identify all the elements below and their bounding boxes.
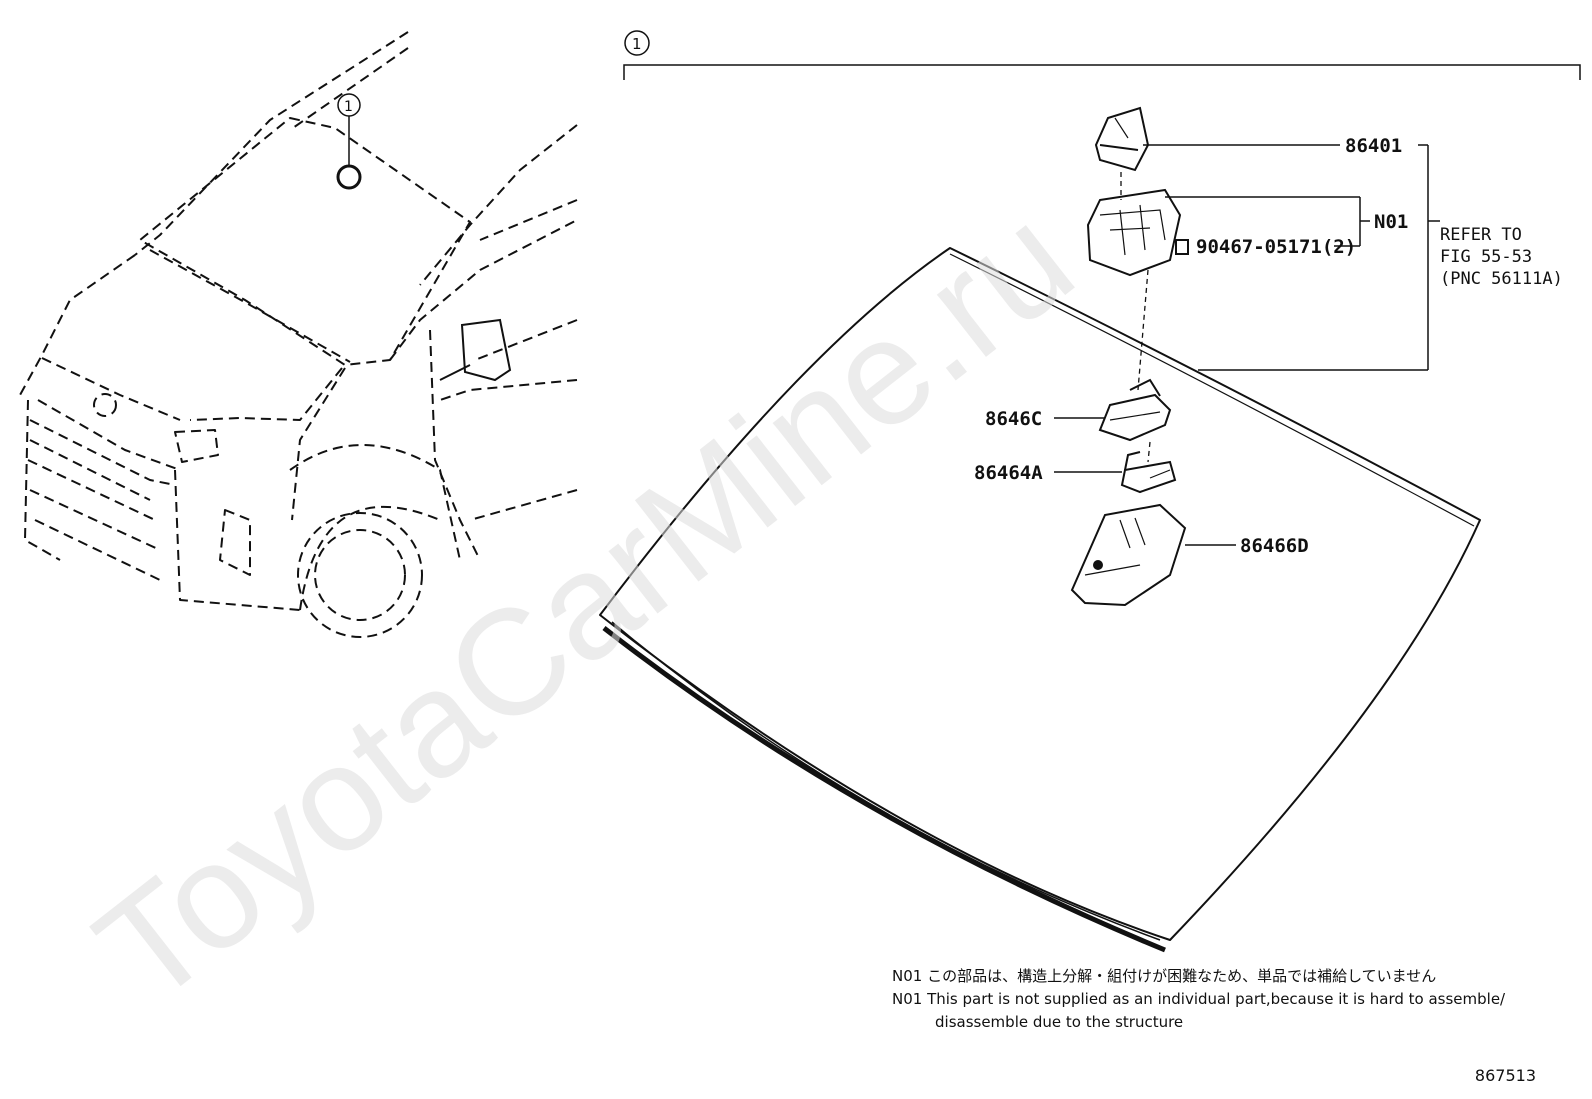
part-n01-sensor [1086,188,1189,277]
part-86464a-clip [1120,451,1177,494]
assembly-ref-number: 1 [632,35,642,53]
refer-to-line1: REFER TO [1440,225,1522,245]
callout-86401: 86401 [1345,135,1402,157]
bracket-frame [623,30,1581,80]
note-en-text-2: disassemble due to the structure [935,1013,1184,1031]
note-english: N01 This part is not supplied as an indi… [892,990,1505,1008]
note-english-cont: disassemble due to the structure [935,1013,1183,1031]
refer-to-line2: FIG 55-53 [1440,247,1532,267]
windshield-glass [599,247,1481,953]
note-en-code: N01 [892,990,923,1008]
part-86401-cover [1094,106,1150,172]
callout-90467-05171: 90467-05171(2) [1196,236,1356,258]
callout-86464a: 86464A [974,462,1043,484]
illustration-number: 867513 [1474,1066,1536,1085]
callout-8646c: 8646C [985,408,1042,430]
vehicle-overview [19,31,578,638]
callout-86466d: 86466D [1240,535,1309,557]
part-86466d-housing [1070,503,1187,607]
side-mirror [439,318,512,382]
assembly-axis [1120,172,1151,463]
note-en-text-1: This part is not supplied as an individu… [927,990,1506,1008]
note-japanese: N01 この部品は、構造上分解・組付けが困難なため、単品では補給していません [892,965,1436,986]
leader-lines [1054,144,1440,546]
location-marker-label: 1 [344,99,353,115]
note-jp-text: この部品は、構造上分解・組付けが困難なため、単品では補給していません [927,967,1437,985]
refer-to-line3: (PNC 56111A) [1440,269,1563,289]
callout-n01: N01 [1374,211,1408,233]
location-marker [336,93,362,190]
part-8646c-bracket [1098,378,1172,442]
note-jp-code: N01 [892,967,923,985]
